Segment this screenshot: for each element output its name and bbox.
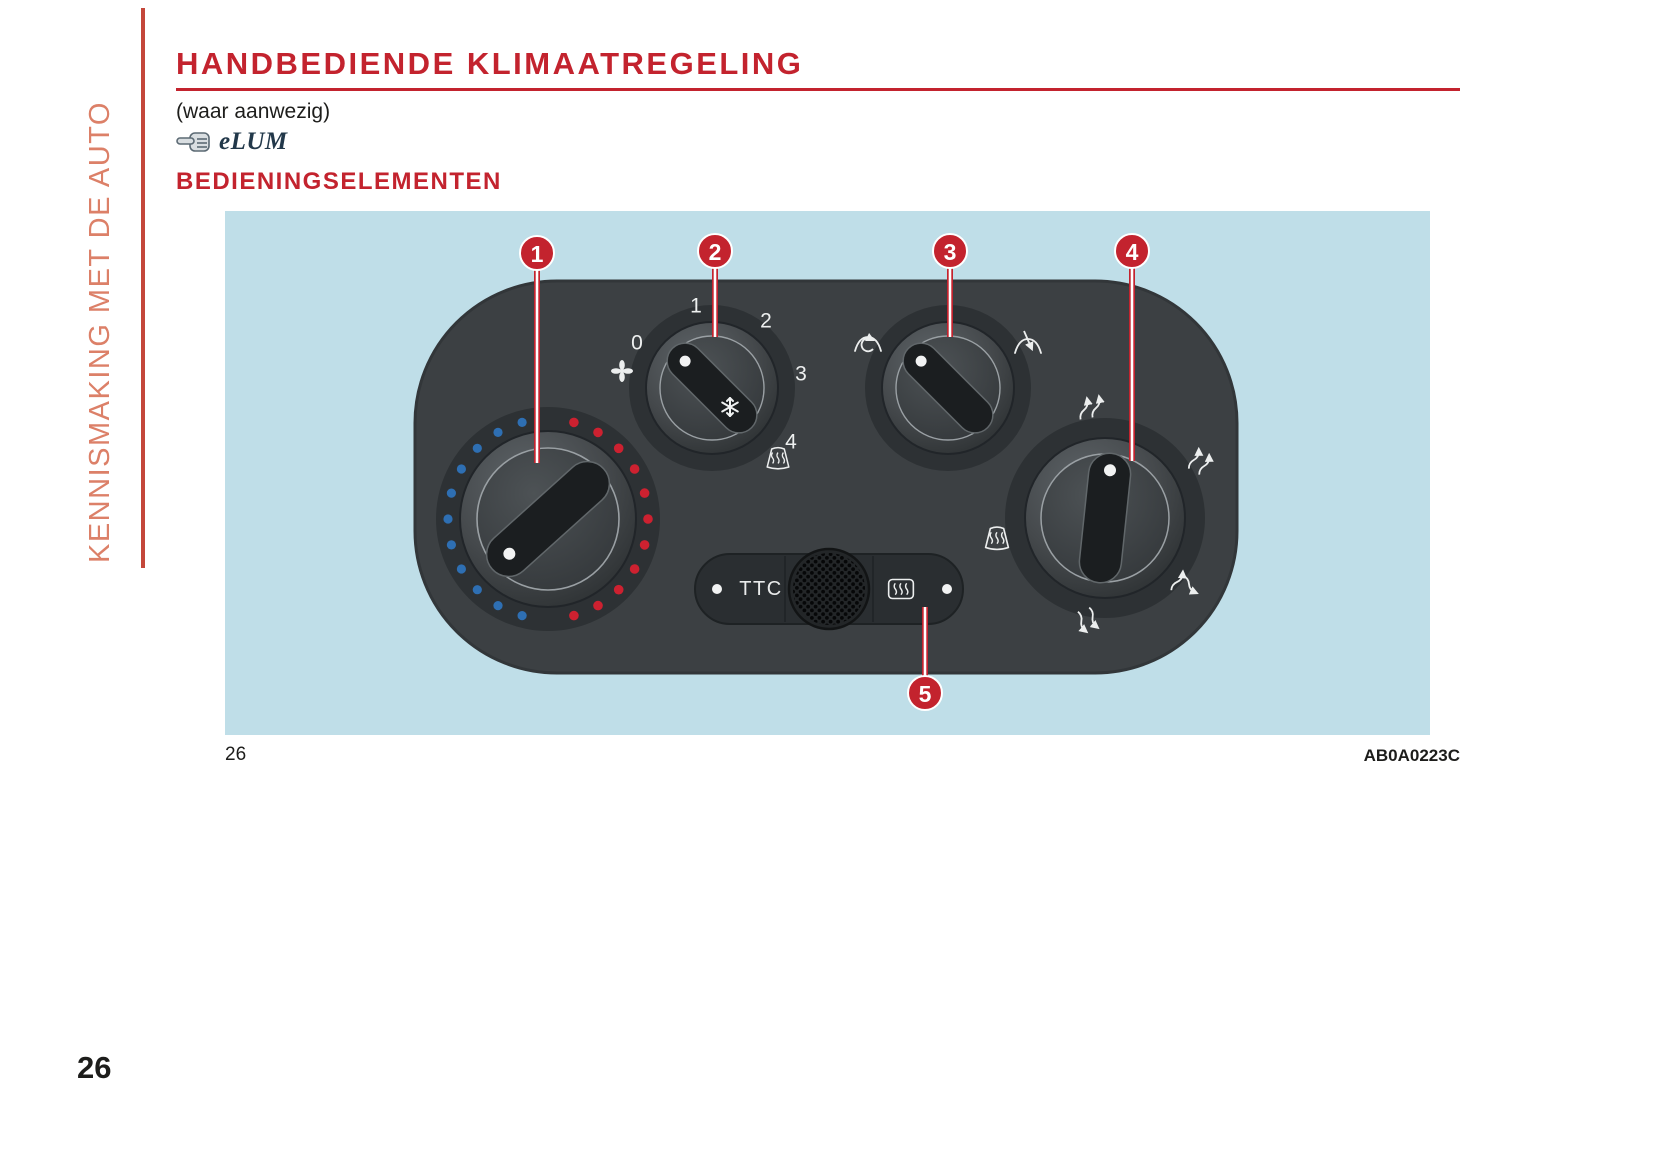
title-underline xyxy=(176,88,1460,91)
callout-1: 1 xyxy=(519,235,555,271)
callout-3-number: 3 xyxy=(944,239,957,265)
fan-speed-label-1: 1 xyxy=(690,295,702,318)
callout-2: 2 xyxy=(697,233,733,269)
air-source-knob-handle xyxy=(902,342,994,434)
button-indicator-dot xyxy=(942,584,952,594)
knob-indicator-dot xyxy=(679,355,691,367)
fan-speed-label-4: 4 xyxy=(785,431,797,454)
callout-3: 3 xyxy=(932,233,968,269)
speaker-grille xyxy=(787,547,871,631)
fan-speed-knob: 0 1 2 3 4 xyxy=(611,295,807,471)
availability-note: (waar aanwezig) xyxy=(176,100,331,123)
callout-5-number: 5 xyxy=(919,681,932,707)
ttc-button-label: TTC xyxy=(739,578,782,600)
air-distribution-knob-handle xyxy=(1078,452,1132,584)
pointing-hand-icon xyxy=(176,132,210,152)
figure-code: AB0A0223C xyxy=(1363,746,1460,765)
section-title: BEDIENINGSELEMENTEN xyxy=(176,168,502,195)
center-button-cluster: TTC xyxy=(694,547,964,631)
figure-panel: 0 1 2 3 4 xyxy=(225,211,1430,735)
callout-1-number: 1 xyxy=(531,241,544,267)
callout-4: 4 xyxy=(1114,233,1150,269)
sidebar-rule xyxy=(141,8,145,568)
fan-speed-label-2: 2 xyxy=(760,310,772,333)
elum-reference: eLUM xyxy=(176,128,288,156)
rear-defrost-button xyxy=(887,578,952,600)
fan-speed-label-3: 3 xyxy=(795,363,807,386)
ttc-button: TTC xyxy=(712,578,782,600)
air-distribution-knob xyxy=(984,398,1211,631)
temperature-knob xyxy=(436,407,660,631)
button-indicator-dot xyxy=(712,584,722,594)
callout-2-number: 2 xyxy=(709,239,722,265)
knob-indicator-dot xyxy=(503,547,516,560)
air-source-knob xyxy=(855,305,1041,471)
climate-control-illustration: 0 1 2 3 4 xyxy=(413,233,1239,711)
cold-temperature-dots xyxy=(443,417,527,621)
chapter-sidebar-label: KENNISMAKING MET DE AUTO xyxy=(84,101,116,563)
callout-lines xyxy=(534,267,1135,677)
elum-logo-text: eLUM xyxy=(219,128,288,155)
knob-indicator-dot xyxy=(1104,464,1117,477)
page-number: 26 xyxy=(77,1050,112,1085)
callout-4-number: 4 xyxy=(1126,239,1139,265)
fan-speed-label-0: 0 xyxy=(631,332,643,355)
page-title: HANDBEDIENDE KLIMAATREGELING xyxy=(176,46,804,81)
callout-badges: 1 2 3 4 5 xyxy=(519,233,1150,711)
callout-5: 5 xyxy=(907,675,943,711)
knob-indicator-dot xyxy=(915,355,927,367)
hot-temperature-dots xyxy=(569,417,653,621)
figure-caption-number: 26 xyxy=(225,744,247,765)
temperature-knob-handle xyxy=(485,460,611,578)
